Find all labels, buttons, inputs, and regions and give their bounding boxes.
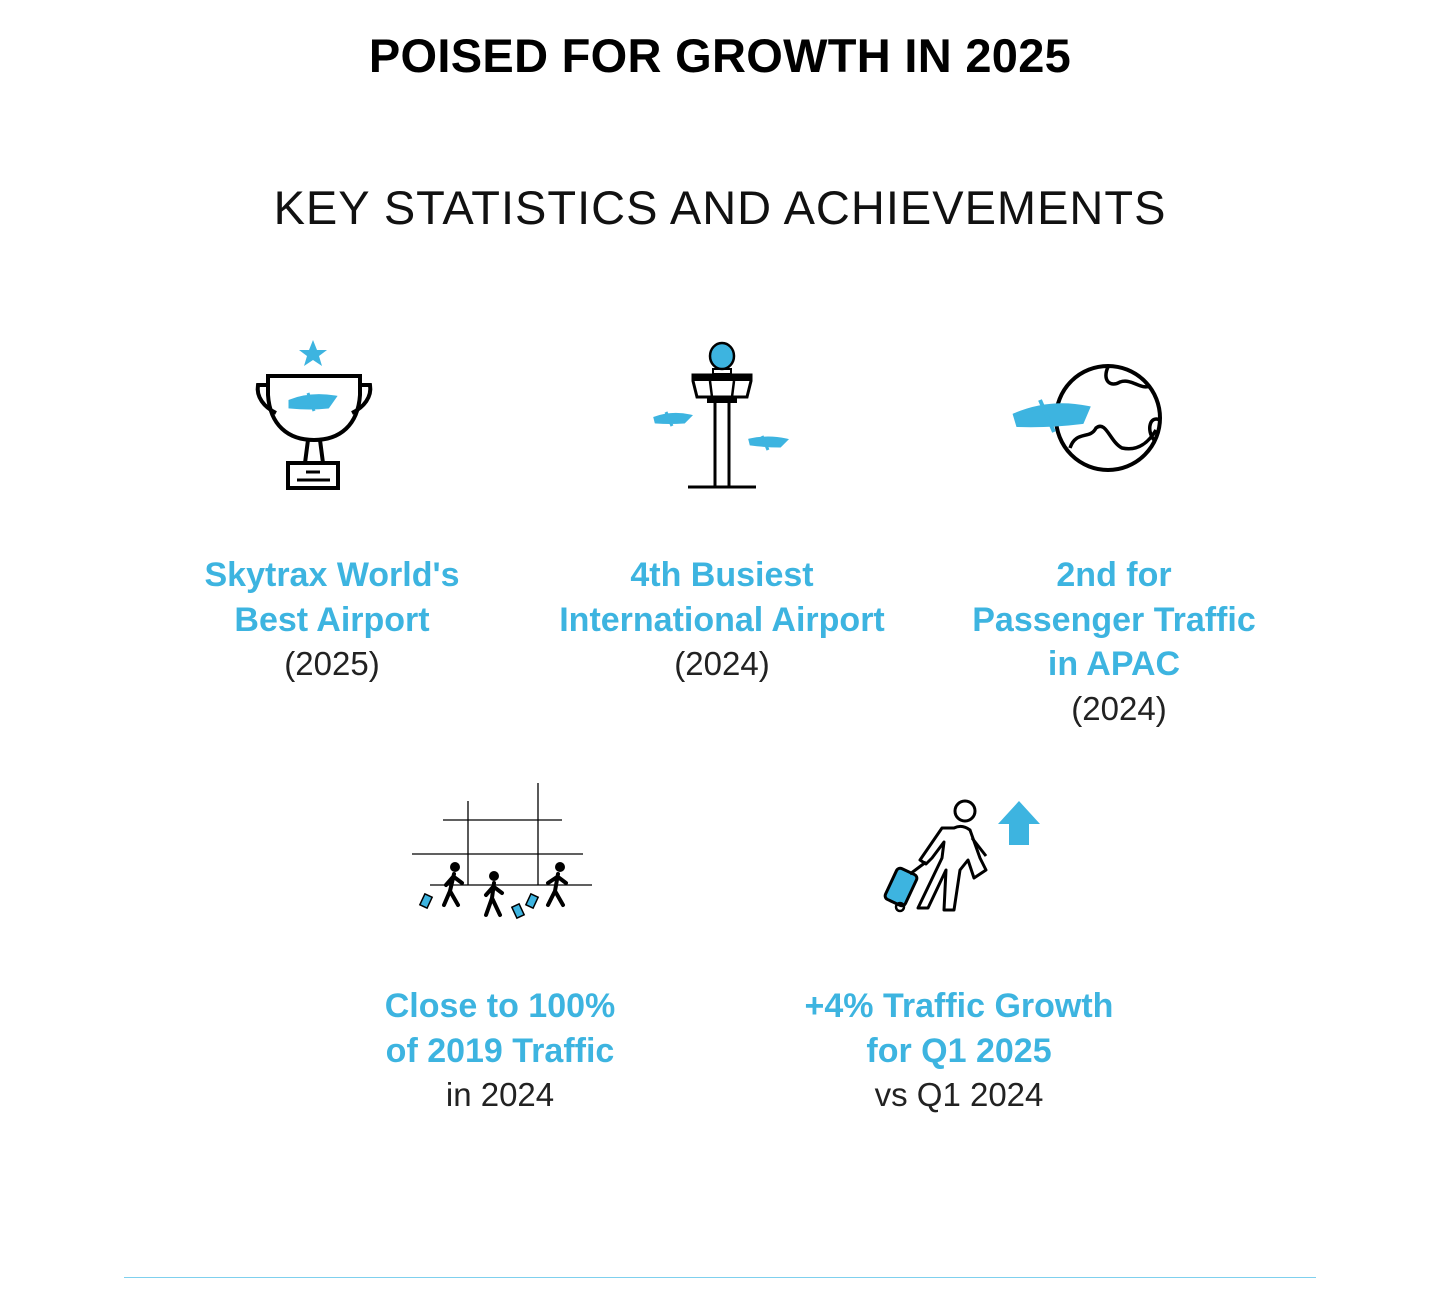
stat-highlight: 2nd for xyxy=(1056,556,1172,594)
stat-skytrax: Skytrax World's Best Airport (2025) xyxy=(122,553,542,687)
page-title: POISED FOR GROWTH IN 2025 xyxy=(368,29,1072,82)
stat-highlight: for Q1 2025 xyxy=(866,1031,1052,1070)
stat-year: (2024) xyxy=(1071,689,1167,727)
stat-year: in 2024 xyxy=(445,1076,555,1113)
stat-highlight: Close to 100% xyxy=(384,987,616,1025)
stat-year: vs Q1 2024 xyxy=(874,1076,1044,1113)
travellers-icon xyxy=(412,783,592,920)
bottom-divider xyxy=(124,1277,1316,1278)
globe-plane-icon xyxy=(1012,364,1162,472)
stat-busiest-airport: 4th Busiest International Airport (2024) xyxy=(512,553,932,687)
stat-highlight: Skytrax World's xyxy=(204,556,460,594)
stat-highlight: in APAC xyxy=(1047,645,1181,683)
stat-highlight: +4% Traffic Growth xyxy=(804,987,1114,1025)
stat-2019-recovery: Close to 100% of 2019 Traffic in 2024 xyxy=(290,984,710,1118)
stat-year: (2024) xyxy=(674,645,770,682)
stat-highlight: of 2019 Traffic xyxy=(385,1031,615,1070)
stat-q1-growth: +4% Traffic Growth for Q1 2025 vs Q1 202… xyxy=(749,984,1169,1118)
stat-apac-traffic: 2nd for Passenger Traffic in APAC (2024) xyxy=(904,553,1324,731)
stat-highlight: Best Airport xyxy=(234,600,430,639)
stat-highlight: 4th Busiest xyxy=(630,556,814,594)
traveller-growth-icon xyxy=(883,799,1040,913)
section-subtitle: KEY STATISTICS AND ACHIEVEMENTS xyxy=(273,181,1167,234)
trophy-icon xyxy=(255,340,373,490)
stat-year: (2025) xyxy=(284,645,380,682)
stat-highlight: International Airport xyxy=(559,600,885,639)
control-tower-icon xyxy=(653,341,789,489)
stat-highlight: Passenger Traffic xyxy=(972,600,1256,639)
